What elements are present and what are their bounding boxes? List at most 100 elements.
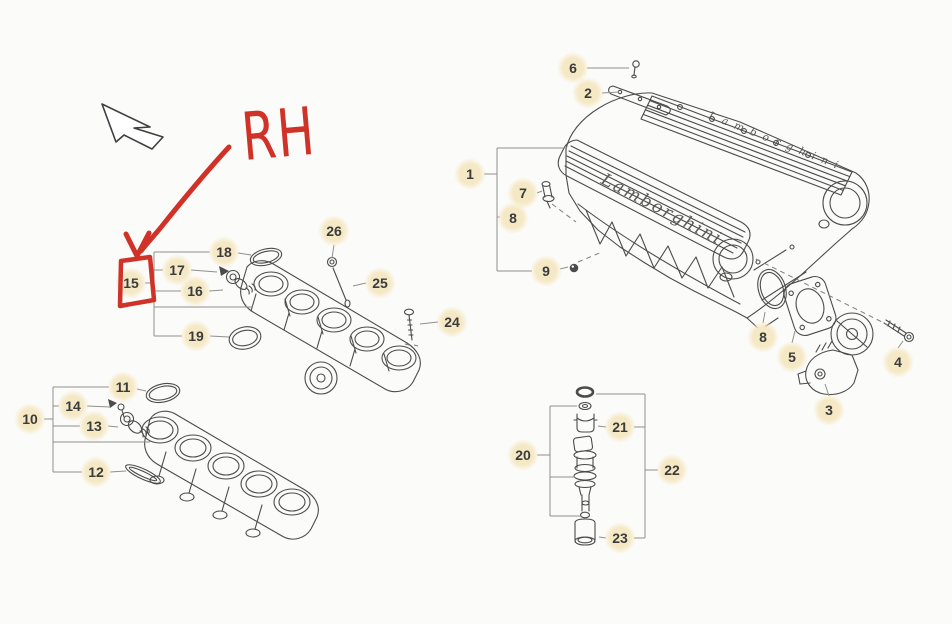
callout-20: 20 bbox=[507, 439, 539, 471]
cover-screw-bosses bbox=[677, 104, 811, 158]
callout-number: 23 bbox=[612, 530, 628, 546]
drawing-throttle-row-rh bbox=[219, 247, 421, 395]
sensor-spring-coils bbox=[245, 283, 256, 295]
callout-6: 6 bbox=[557, 52, 589, 84]
throttle-shaft-hub bbox=[845, 327, 859, 341]
lower-manifold-outline bbox=[144, 410, 319, 540]
drawing-lower-manifold-lh bbox=[108, 382, 319, 540]
gasket-part19 bbox=[228, 326, 262, 350]
callout-number: 18 bbox=[216, 244, 232, 260]
flange-detail-lines bbox=[746, 244, 807, 331]
screw14-head bbox=[117, 403, 125, 411]
gasket19-outer bbox=[228, 326, 262, 350]
callout-circle bbox=[604, 522, 636, 554]
seal-ring-part18 bbox=[249, 247, 283, 267]
callout-16: 16 bbox=[179, 275, 211, 307]
front-panel-ribs bbox=[564, 145, 746, 254]
callout-number: 24 bbox=[444, 314, 460, 330]
arrow-up-left-icon bbox=[101, 103, 164, 150]
bolt-part7 bbox=[541, 181, 555, 209]
callout-number: 10 bbox=[22, 411, 38, 427]
o-ring-part8 bbox=[757, 268, 787, 310]
injector-connector bbox=[572, 435, 594, 453]
gasket-plate-part5 bbox=[783, 275, 837, 337]
sensor13-outer bbox=[119, 411, 135, 427]
injector-washer-outer bbox=[578, 401, 592, 411]
leader-lines-upper-assembly bbox=[484, 67, 904, 397]
callout-number: 7 bbox=[519, 185, 527, 201]
gasket12-outer bbox=[125, 464, 161, 484]
bolt-part4 bbox=[883, 319, 915, 343]
callout-circle bbox=[813, 394, 845, 426]
bolt4-threads bbox=[887, 320, 901, 333]
o-ring-outer bbox=[757, 268, 787, 310]
injector-washer-inner bbox=[581, 403, 589, 409]
nut-highlight bbox=[571, 265, 574, 268]
rod-tip bbox=[344, 299, 351, 308]
throttle-body-part3 bbox=[797, 312, 874, 396]
front-throttle-opening-outer bbox=[712, 238, 754, 280]
throttle-row-bores-outer bbox=[253, 271, 417, 371]
sensor13-inner bbox=[123, 415, 131, 423]
canister-mid bbox=[309, 366, 333, 390]
callout-15: 15 bbox=[115, 267, 147, 299]
rod-ring-inner bbox=[329, 259, 335, 265]
bolt4-head-outer bbox=[903, 331, 915, 343]
lower-manifold-feet bbox=[149, 475, 261, 538]
injector-top-oring bbox=[575, 386, 595, 398]
throttle-row-bores-inner bbox=[258, 275, 412, 367]
throttle-housing-ribs bbox=[815, 340, 833, 353]
gasket12-inner bbox=[128, 466, 158, 482]
front-opening-detail bbox=[719, 272, 733, 282]
bolt24-threads bbox=[406, 319, 414, 336]
callout-5: 5 bbox=[776, 341, 808, 373]
callout-number: 19 bbox=[188, 328, 204, 344]
callout-circle bbox=[572, 77, 604, 109]
callout-number: 3 bbox=[825, 402, 833, 418]
rear-cover-ribs bbox=[642, 100, 851, 191]
bolt-part24 bbox=[403, 308, 415, 341]
callout-number: 22 bbox=[664, 462, 680, 478]
nut-part9 bbox=[569, 263, 579, 273]
red-highlight-box bbox=[117, 254, 157, 309]
right-throttle-opening-outer bbox=[822, 180, 868, 226]
drawing-upper-manifold-assembly: Lamborghini Lamborghini bbox=[541, 60, 915, 396]
callout-number: 15 bbox=[123, 275, 139, 291]
callout-24: 24 bbox=[436, 306, 468, 338]
callout-number: 25 bbox=[372, 275, 388, 291]
housing-boss-outer bbox=[814, 368, 826, 380]
right-throttle-opening-inner bbox=[829, 187, 861, 219]
callout-number: 12 bbox=[88, 464, 104, 480]
top-trim-plate-part2 bbox=[608, 85, 671, 116]
callout-number: 17 bbox=[169, 262, 185, 278]
callout-circle bbox=[507, 439, 539, 471]
callout-23: 23 bbox=[604, 522, 636, 554]
callout-9: 9 bbox=[530, 255, 562, 287]
front-throttle-opening-inner bbox=[718, 244, 748, 274]
callout-21: 21 bbox=[604, 411, 636, 443]
screw-head bbox=[632, 60, 640, 68]
callout-circle bbox=[14, 403, 46, 435]
callout-13: 13 bbox=[78, 410, 110, 442]
callout-number: 20 bbox=[515, 447, 531, 463]
callout-26: 26 bbox=[318, 215, 350, 247]
red-annotation-arrow bbox=[138, 144, 232, 254]
callout-11: 11 bbox=[107, 371, 139, 403]
leader-lines-injector bbox=[537, 393, 658, 539]
callout-number: 13 bbox=[86, 418, 102, 434]
screw-shaft bbox=[633, 66, 636, 76]
callout-number: 26 bbox=[326, 223, 342, 239]
sensor13-coils bbox=[139, 426, 150, 438]
callout-circle bbox=[80, 456, 112, 488]
pointer-wedge bbox=[108, 399, 117, 408]
bolt-head bbox=[541, 181, 551, 187]
rod-ring-outer bbox=[326, 256, 338, 268]
callout-circle bbox=[318, 215, 350, 247]
callout-number: 1 bbox=[466, 166, 474, 182]
sensor-part13 bbox=[119, 411, 150, 438]
ring11-outer bbox=[145, 382, 181, 404]
callout-number: 11 bbox=[116, 379, 131, 395]
pointer-wedge bbox=[219, 266, 229, 276]
